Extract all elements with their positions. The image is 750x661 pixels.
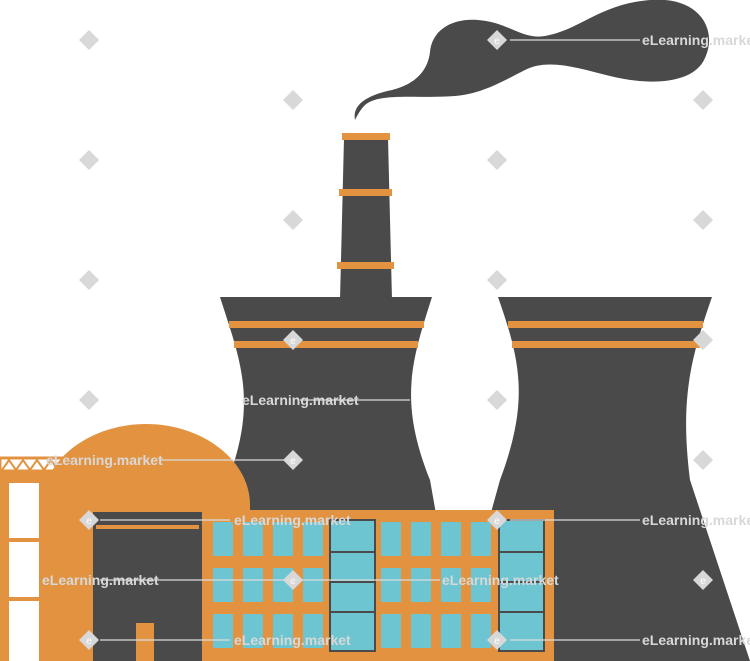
office-window xyxy=(213,568,233,602)
watermark-logo-letter: e xyxy=(494,516,500,527)
watermark-logo-letter: e xyxy=(290,456,296,467)
tower-left-band-2 xyxy=(234,341,418,348)
office-window xyxy=(471,614,491,648)
tower-left-band-1 xyxy=(229,321,424,328)
watermark-diamond xyxy=(487,270,507,290)
truss-frame-building xyxy=(0,456,66,661)
watermark-logo-letter: e xyxy=(290,576,296,587)
watermark-diamond xyxy=(693,330,713,350)
watermark-logo-icon xyxy=(487,510,507,530)
office-window xyxy=(441,522,461,556)
dome-door xyxy=(136,623,154,661)
watermark-text: eLearning.market xyxy=(642,32,750,48)
office-window xyxy=(243,568,263,602)
watermark-text: eLearning.market xyxy=(242,392,359,408)
watermark-text: eLearning.market xyxy=(642,632,750,648)
tower-right-band-2 xyxy=(512,341,700,348)
chimney-band-top xyxy=(342,133,390,140)
office-windows xyxy=(213,522,491,648)
office-window xyxy=(273,522,293,556)
office-window xyxy=(441,568,461,602)
watermark-text: eLearning.market xyxy=(42,572,159,588)
smoke-plume xyxy=(354,0,710,120)
watermark-logo-letter: e xyxy=(290,336,296,347)
watermark-logo-icon xyxy=(487,630,507,650)
watermark-diamond xyxy=(487,150,507,170)
watermark-diamond xyxy=(693,210,713,230)
chimney xyxy=(337,133,394,300)
tower-right-band-1 xyxy=(508,321,703,328)
office-window xyxy=(303,522,323,556)
watermark-diamond xyxy=(693,90,713,110)
office-window xyxy=(411,522,431,556)
office-window xyxy=(441,614,461,648)
office-window xyxy=(243,522,263,556)
office-window xyxy=(471,568,491,602)
watermark-logo-letter: e xyxy=(494,636,500,647)
office-window xyxy=(213,522,233,556)
office-window xyxy=(213,614,233,648)
office-window xyxy=(303,614,323,648)
watermark-text: eLearning.market xyxy=(442,572,559,588)
watermark-diamond xyxy=(283,210,303,230)
watermark-text: eLearning.market xyxy=(234,512,351,528)
chimney-band-lower xyxy=(337,262,394,269)
watermark-logo-icon xyxy=(79,630,99,650)
watermark-overlay: e e e e e e e e e eLearning.market eLearning.marke… xyxy=(42,30,750,650)
watermark-text: eLearning.market xyxy=(46,452,163,468)
watermark-logo-icon xyxy=(283,330,303,350)
chimney-band-middle xyxy=(339,189,392,196)
office-window xyxy=(273,614,293,648)
office-panel-right xyxy=(498,519,545,652)
office-window xyxy=(381,614,401,648)
office-panel-left xyxy=(329,519,376,652)
watermark-diamond xyxy=(487,390,507,410)
watermark-logo-letter: e xyxy=(494,36,500,47)
watermark-logo-letter: e xyxy=(86,516,92,527)
watermark-logo-icon xyxy=(487,30,507,50)
watermark-diamond xyxy=(283,90,303,110)
office-window xyxy=(471,522,491,556)
watermark-logo-icon xyxy=(79,510,99,530)
watermark-logo-letter: e xyxy=(700,576,706,587)
watermark-diamond xyxy=(79,150,99,170)
watermark-logo-letter: e xyxy=(86,636,92,647)
watermark-logo-icon xyxy=(283,450,303,470)
watermark-text: eLearning.market xyxy=(642,512,750,528)
office-window xyxy=(411,614,431,648)
watermark-logo-icon xyxy=(693,570,713,590)
watermark-text: eLearning.market xyxy=(234,632,351,648)
office-window xyxy=(303,568,323,602)
office-window xyxy=(381,568,401,602)
office-window xyxy=(411,568,431,602)
watermark-diamond xyxy=(693,450,713,470)
watermark-diamond xyxy=(79,30,99,50)
watermark-diamond xyxy=(79,390,99,410)
dome-building xyxy=(42,424,250,661)
office-window xyxy=(243,614,263,648)
watermark-diamond xyxy=(79,270,99,290)
office-window xyxy=(381,522,401,556)
